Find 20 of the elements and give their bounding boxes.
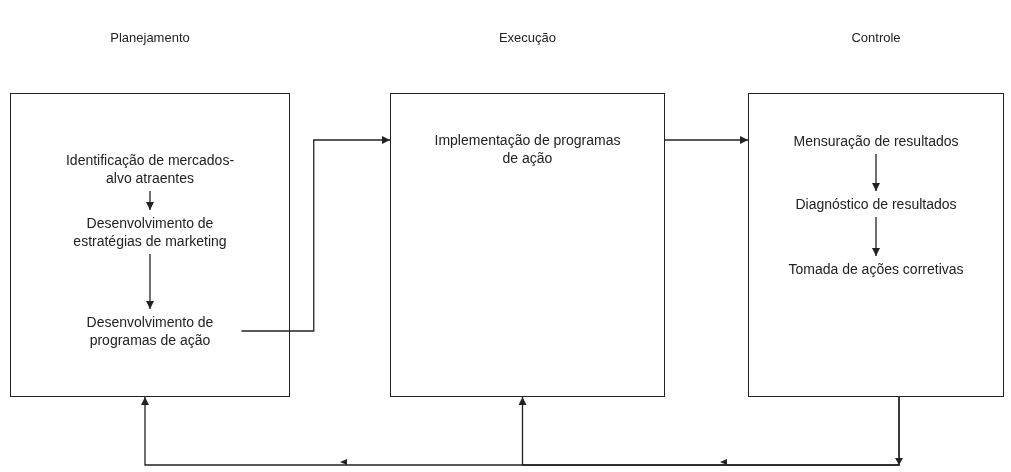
step-text: Diagnóstico de resultados — [795, 195, 957, 213]
arrow — [240, 136, 391, 332]
stage-heading: Controle — [851, 30, 901, 46]
stage-text: Implementação de programas de ação — [433, 131, 622, 167]
arrow — [146, 253, 154, 310]
arrow — [872, 216, 880, 257]
step-text: Tomada de ações corretivas — [788, 260, 964, 278]
step-text: Identificação de mercados-alvo atraentes — [62, 151, 238, 187]
step-text: Mensuração de resultados — [793, 132, 959, 150]
arrow — [146, 190, 154, 211]
process-stage — [390, 30, 665, 397]
step-text: Desenvolvimento de estratégias de marketing — [62, 214, 238, 250]
step-text: Desenvolvimento de programas de ação — [62, 313, 238, 349]
process-stage — [748, 30, 1004, 397]
process-stage — [10, 30, 290, 397]
stage-heading: Execução — [498, 30, 557, 46]
arrow — [872, 153, 880, 192]
arrow — [664, 136, 749, 144]
stage-heading: Planejamento — [110, 30, 190, 46]
arrow — [518, 396, 900, 466]
